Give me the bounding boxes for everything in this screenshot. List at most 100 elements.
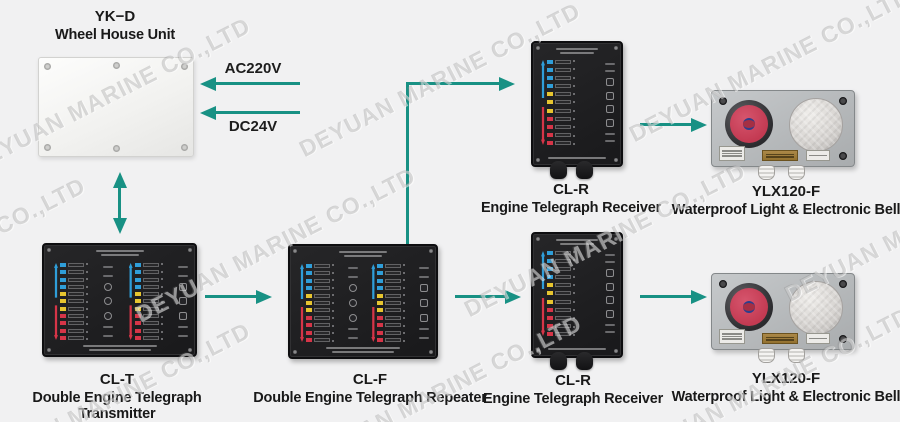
knob — [178, 297, 187, 306]
indicator-group — [371, 264, 406, 342]
label-plate — [385, 330, 402, 335]
label-plate — [142, 299, 159, 304]
indicator-group — [541, 251, 575, 336]
indicator-column — [547, 60, 553, 145]
indicator-light — [547, 68, 553, 73]
pilot-dot — [86, 315, 88, 318]
knob — [178, 283, 187, 292]
indicator-light — [547, 267, 553, 272]
label-plate — [314, 293, 330, 298]
indicator-light — [377, 271, 384, 276]
pilot-dot — [573, 259, 575, 262]
cable-gland — [576, 161, 593, 179]
bell-striker — [743, 303, 755, 311]
label-plate — [555, 307, 571, 312]
indicator-light — [134, 277, 141, 282]
bell-center — [743, 301, 755, 313]
label-plate — [314, 271, 330, 276]
pilot-dot — [332, 271, 334, 274]
label-plate — [68, 277, 84, 282]
label-plate — [142, 314, 159, 319]
screw-icon — [188, 248, 192, 252]
indicator-light — [377, 278, 384, 283]
label-plate — [68, 306, 84, 311]
clr2-ylx2-arrowhead — [691, 290, 707, 304]
pilot-dot — [573, 134, 575, 137]
pilot-dot — [86, 278, 88, 280]
knob — [606, 105, 614, 114]
clr2-ylx2-arrow-line — [640, 295, 691, 298]
clt-clf-arrow-line — [205, 295, 257, 298]
ac-arrowhead — [200, 77, 216, 91]
screw-icon — [536, 237, 540, 241]
pilot-dot — [160, 285, 163, 288]
wheelhouse-name: Wheel House Unit — [54, 27, 176, 43]
screw-icon — [181, 63, 188, 70]
pilot-dot — [86, 300, 88, 303]
pilot-dot — [573, 251, 575, 253]
indicator-light — [306, 278, 312, 283]
indicator-light — [306, 264, 312, 268]
label-plate — [385, 278, 402, 283]
knob — [348, 313, 357, 322]
screw-icon — [293, 249, 297, 253]
label-plate — [314, 286, 330, 291]
knob — [606, 91, 614, 100]
astern-arrow-strip — [371, 306, 376, 342]
indicator-light — [134, 270, 141, 275]
astern-arrow-strip — [541, 106, 545, 145]
clt-label: CL-T Double Engine Telegraph Transmitter — [0, 371, 234, 422]
clr-top-panel — [531, 41, 623, 179]
clt-panel — [42, 243, 197, 357]
panel-face — [300, 264, 429, 342]
cable-gland — [758, 165, 775, 180]
ylx-bottom-name: Waterproof Light & Electronic Bell — [671, 389, 900, 405]
tag-label — [806, 150, 830, 161]
screw-icon — [839, 335, 847, 343]
indicator-light — [134, 321, 141, 326]
panel-heading-text — [44, 250, 195, 256]
label-plate — [314, 330, 330, 335]
label-plate — [555, 259, 571, 264]
screw-icon — [536, 349, 540, 353]
indicator-light — [306, 271, 312, 276]
pilot-dot — [332, 264, 334, 266]
label-plate — [68, 270, 84, 275]
knob — [104, 311, 113, 320]
clr-bottom-panel — [531, 232, 623, 370]
indicator-light — [547, 299, 553, 304]
label-plate — [314, 278, 330, 283]
indicator-group — [541, 60, 575, 145]
knob — [348, 284, 357, 293]
indicator-light — [547, 116, 553, 121]
label-plate — [385, 293, 402, 298]
clr-bottom-label: CL-R Engine Telegraph Receiver — [458, 372, 688, 407]
indicator-light — [547, 140, 553, 145]
indicator-light — [547, 307, 553, 312]
control-cluster — [605, 251, 615, 336]
pilot-dot-column — [86, 263, 88, 340]
pilot-dot — [160, 338, 163, 340]
wheelhouse-label: YK−D Wheel House Unit — [15, 8, 215, 43]
screw-icon — [44, 63, 51, 70]
screw-icon — [614, 46, 618, 50]
label-plate — [385, 323, 402, 328]
dc-power-label: DC24V — [228, 118, 278, 135]
clr-top-name: Engine Telegraph Receiver — [480, 200, 662, 216]
indicator-light — [60, 292, 66, 297]
ylx-bottom-box — [711, 273, 855, 363]
pilot-dot — [573, 142, 575, 145]
knob — [606, 296, 614, 305]
ahead-arrow-strip — [541, 251, 545, 290]
dc-arrow-line — [214, 111, 300, 114]
pilot-dot — [403, 339, 406, 342]
bell-center — [743, 118, 755, 130]
indicator-light — [547, 124, 553, 129]
pilot-dot — [403, 317, 406, 320]
cable-gland — [550, 161, 567, 179]
screw-icon — [429, 350, 433, 354]
pilot-dot — [403, 286, 406, 289]
label-plate — [68, 321, 84, 326]
label-plate — [142, 277, 159, 282]
indicator-light — [377, 308, 384, 313]
